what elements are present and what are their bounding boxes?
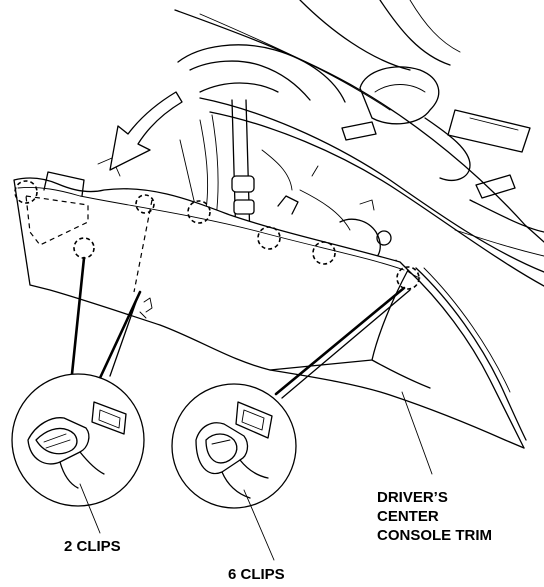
part-name-line-3: CONSOLE TRIM bbox=[377, 527, 492, 544]
removal-direction-arrow bbox=[109, 91, 183, 171]
part-name-line-2: CENTER bbox=[377, 508, 439, 525]
clip-marker-1 bbox=[14, 180, 38, 204]
callout-leaders bbox=[79, 391, 433, 561]
clip-marker-6 bbox=[312, 241, 336, 265]
clip-marker-4 bbox=[187, 200, 211, 224]
detail-leader-lines bbox=[70, 256, 411, 399]
center-console-body bbox=[174, 0, 544, 287]
two-clips-label: 2 CLIPS bbox=[64, 538, 121, 555]
part-name-callout: DRIVER’S CENTER CONSOLE TRIM bbox=[377, 488, 492, 545]
internal-mechanism bbox=[179, 99, 421, 279]
clip-marker-5 bbox=[257, 226, 281, 250]
clip-marker-3 bbox=[135, 194, 155, 214]
part-name-line-1: DRIVER’S bbox=[377, 489, 448, 506]
clip-marker-7 bbox=[396, 266, 420, 290]
detail-2-clips bbox=[11, 373, 145, 507]
six-clips-label: 6 CLIPS bbox=[228, 566, 285, 583]
detail-6-clips bbox=[171, 383, 297, 509]
clip-location-markers bbox=[14, 180, 420, 290]
console-trim-panel bbox=[13, 157, 527, 449]
